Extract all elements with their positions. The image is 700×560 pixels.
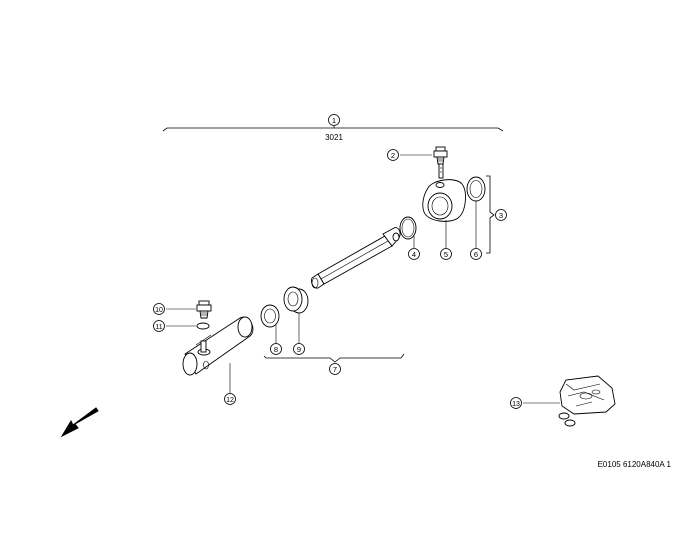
callout-1-label: 1 (332, 116, 336, 125)
callout-7-label: 7 (333, 365, 337, 374)
callout-11[interactable]: 11 (153, 320, 165, 332)
assembly-brace-top (162, 126, 504, 132)
callout-3[interactable]: 3 (495, 209, 507, 221)
callout-5[interactable]: 5 (440, 248, 452, 260)
callout-10[interactable]: 10 (153, 303, 165, 315)
callout-13[interactable]: 13 (510, 397, 522, 409)
o-ring-part-11 (196, 322, 210, 330)
callout-7[interactable]: 7 (329, 363, 341, 375)
bushing-part-6 (466, 176, 486, 202)
seal-kit-part-13 (558, 375, 616, 427)
callout-5-label: 5 (444, 250, 448, 259)
callout-2-label: 2 (391, 151, 395, 160)
callout-10-label: 10 (155, 307, 163, 314)
group-brace-3 (486, 175, 495, 254)
callout-4-label: 4 (412, 250, 416, 259)
o-ring-part-4 (399, 216, 417, 240)
fitting-part-10 (196, 300, 212, 319)
clevis-part-5 (422, 179, 466, 222)
fitting-part-2 (433, 146, 448, 179)
callout-12-label: 12 (226, 397, 234, 404)
callout-9-label: 9 (297, 345, 301, 354)
callout-6-label: 6 (474, 250, 478, 259)
callout-1[interactable]: 1 (328, 114, 340, 126)
cylinder-tube-part-12 (182, 316, 254, 376)
callout-8[interactable]: 8 (270, 343, 282, 355)
seal-part-8 (260, 304, 280, 328)
group-brace-7 (263, 353, 405, 363)
assembly-number: 3021 (325, 133, 343, 142)
callout-9[interactable]: 9 (293, 343, 305, 355)
callout-6[interactable]: 6 (470, 248, 482, 260)
piston-part-9 (283, 286, 309, 314)
drawing-reference: E0105 6120A840A 1 (598, 460, 672, 469)
callout-11-label: 11 (155, 324, 162, 331)
callout-13-label: 13 (512, 401, 520, 408)
piston-rod (311, 227, 401, 289)
callout-8-label: 8 (274, 345, 278, 354)
callout-4[interactable]: 4 (408, 248, 420, 260)
callout-2[interactable]: 2 (387, 149, 399, 161)
direction-arrow-icon (60, 407, 99, 438)
callout-3-label: 3 (499, 211, 503, 220)
callout-12[interactable]: 12 (224, 393, 236, 405)
